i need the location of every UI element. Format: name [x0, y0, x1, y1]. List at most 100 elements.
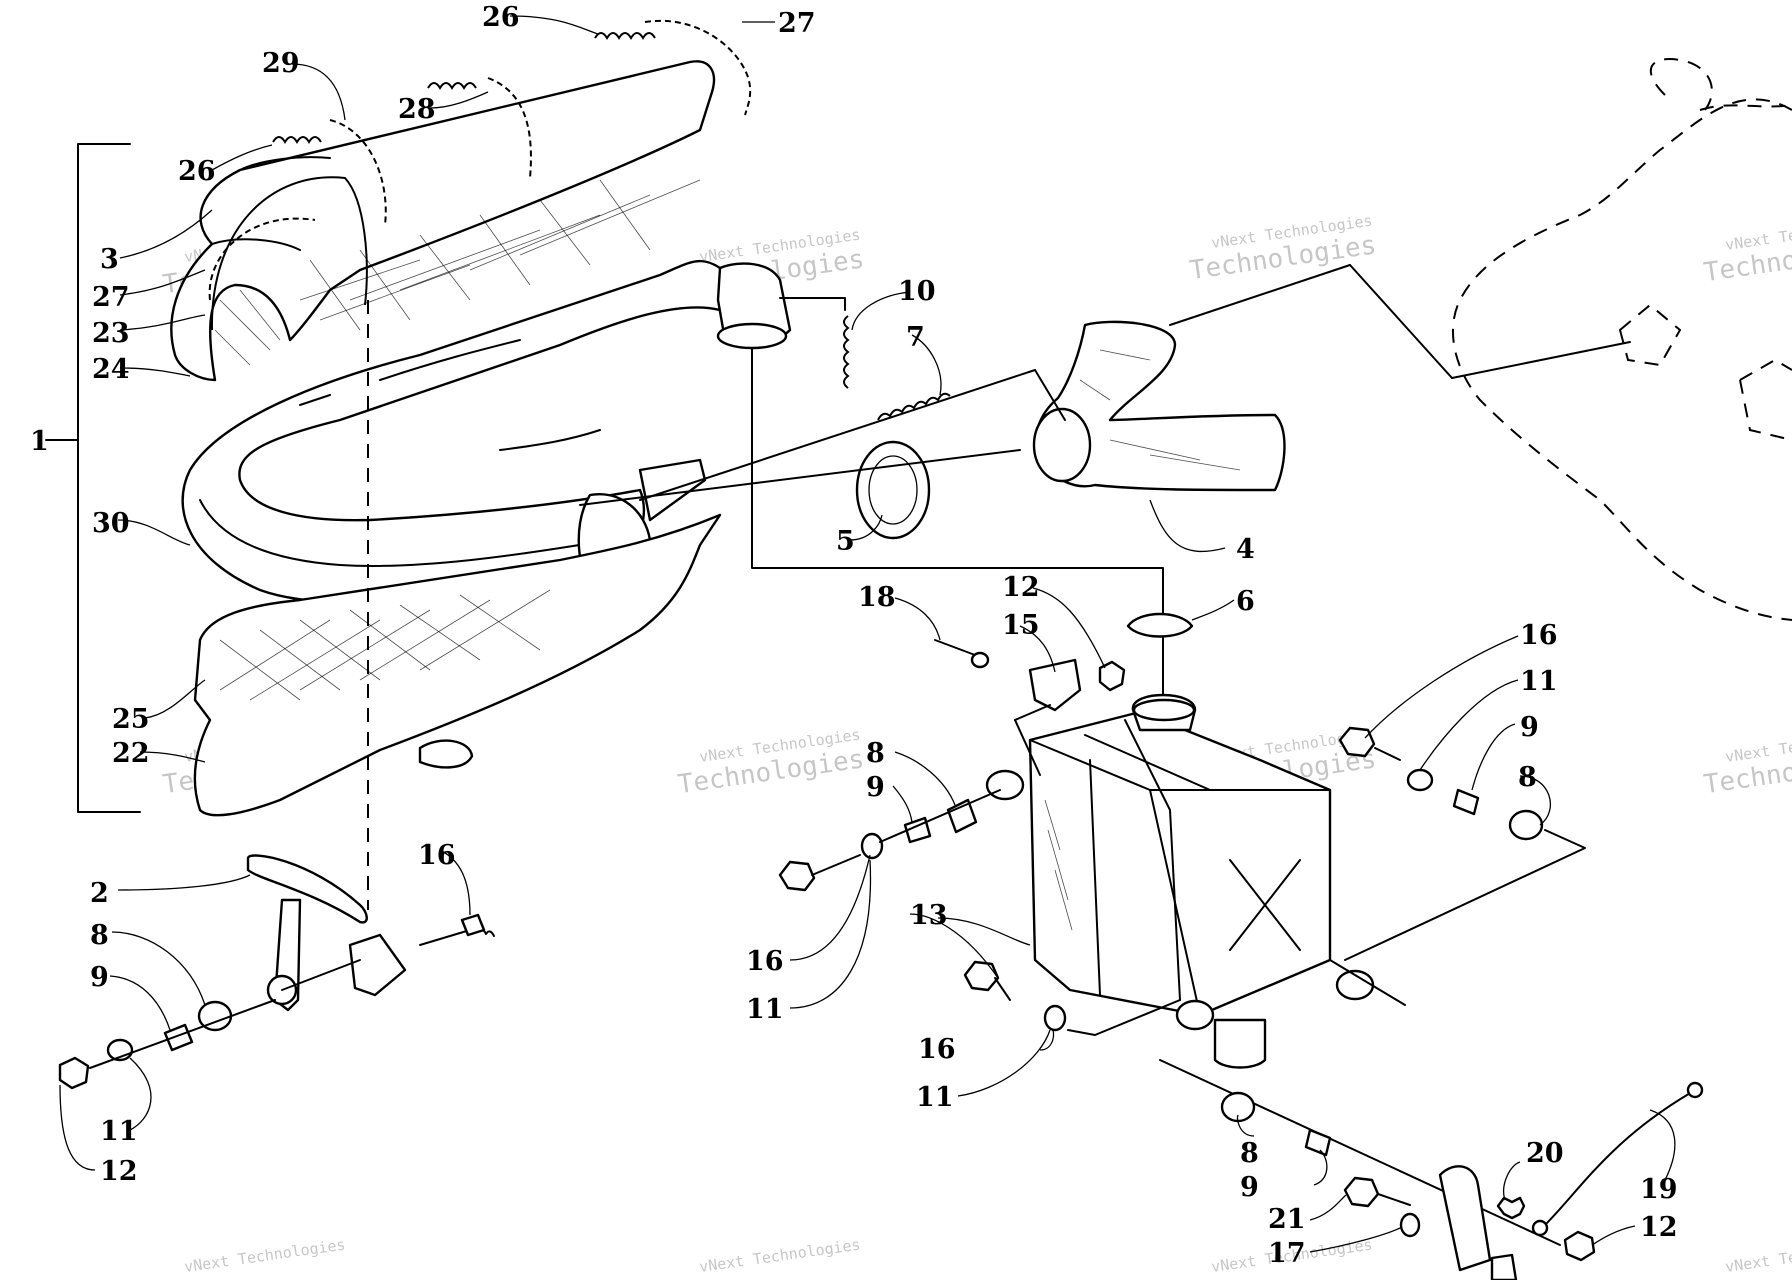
callout-12-left: 12: [100, 1156, 138, 1187]
ground-wire-19: [1544, 1091, 1693, 1226]
top-springs: [208, 19, 752, 331]
watermark-9: vNext Technologies: [183, 1236, 346, 1276]
plate-lower: [1438, 1165, 1492, 1272]
callout-18: 18: [858, 582, 896, 613]
callout-9-center: 9: [866, 772, 885, 803]
callout-16-right: 16: [1520, 620, 1558, 651]
callout-5: 5: [836, 526, 855, 557]
nut-12-center: [1098, 660, 1126, 692]
grommet-6: [1126, 612, 1194, 638]
bolt-21: [1343, 1176, 1380, 1208]
pin-18: [934, 639, 976, 656]
callout-22: 22: [112, 738, 150, 769]
callout-21: 21: [1268, 1204, 1306, 1235]
manifold-group: [579, 264, 1453, 540]
callout-8-center: 8: [866, 738, 885, 769]
callout-24: 24: [92, 354, 130, 385]
bolt-16-center: [778, 860, 816, 892]
washer-17: [1399, 1212, 1421, 1238]
wire-29: [329, 119, 387, 226]
svg-text:vNext Technologies: vNext Technologies: [183, 1236, 346, 1276]
washer-11-right: [1406, 768, 1434, 792]
callout-16-left: 16: [418, 840, 456, 871]
callout-7: 7: [906, 322, 925, 353]
hanger-clamp-2: [246, 854, 368, 924]
callout-15: 15: [1002, 610, 1040, 641]
callout-27-top: 27: [778, 8, 816, 39]
callout-9-lower: 9: [1240, 1172, 1259, 1203]
left-hanger: [58, 854, 495, 1090]
wire-27-left: [208, 217, 316, 301]
callout-8-left: 8: [90, 920, 109, 951]
callout-6: 6: [1236, 586, 1255, 617]
callout-25: 25: [112, 704, 150, 735]
right-mount: [1338, 726, 1586, 961]
watermark-8: vNext Technologies Technologies: [1702, 726, 1792, 801]
spring-28: [427, 82, 477, 90]
callout-16-center: 16: [746, 946, 784, 977]
bolt-16-lower: [963, 960, 1000, 992]
bolt-16-right: [1338, 726, 1376, 758]
gasket-5: [855, 440, 931, 540]
spring-26-top: [594, 32, 656, 40]
nut-12-left: [58, 1056, 90, 1090]
callout-17: 17: [1268, 1238, 1306, 1269]
callout-8-lower: 8: [1240, 1138, 1259, 1169]
callout-29: 29: [262, 48, 300, 79]
nut-12-lower: [1563, 1230, 1596, 1262]
bracket-15: [1028, 658, 1082, 712]
callout-9-right: 9: [1520, 712, 1539, 743]
callout-26-top: 26: [482, 2, 520, 33]
muffler-13: [985, 693, 1406, 1069]
callout-3: 3: [100, 244, 119, 275]
svg-text:vNext Technologies: vNext Technologies: [698, 1236, 861, 1276]
callout-2: 2: [90, 878, 109, 909]
callout-9-left: 9: [90, 962, 109, 993]
svg-text:vNext Technologies: vNext Technologies: [1724, 1236, 1792, 1276]
assembly-bracket: [45, 143, 141, 813]
callout-11-left: 11: [100, 1116, 138, 1147]
watermark-10: vNext Technologies: [698, 1236, 861, 1276]
lockwasher-20: [1496, 1196, 1526, 1220]
watermark-3: vNext Technologies Technologies: [1188, 212, 1378, 287]
wire-28: [487, 77, 532, 179]
callout-labels: 1 2 3 4 5 6 7 8 8 8 8 9 9 9 9 10 11 11 1…: [30, 2, 1678, 1269]
washer-11-center: [860, 832, 884, 860]
engine-leader: [1451, 341, 1631, 379]
callout-11-right: 11: [1520, 666, 1558, 697]
engine-outline: [1451, 58, 1792, 621]
clamp-3: [210, 176, 368, 331]
callout-23: 23: [92, 318, 130, 349]
leader-lines: [59, 15, 1676, 1253]
spring-10: [843, 315, 850, 389]
bushing-8-right: [1508, 809, 1544, 841]
spring-26-left: [272, 136, 322, 144]
watermark-12: vNext Technologies: [1724, 1236, 1792, 1276]
manifold-leader: [1169, 264, 1351, 326]
callout-13: 13: [910, 900, 948, 931]
callout-12-lower: 12: [1640, 1212, 1678, 1243]
wire-27-top: [644, 19, 752, 116]
spacer-9-right: [1452, 788, 1480, 816]
callout-26-left: 26: [178, 156, 216, 187]
spacer-9-lower: [1304, 1128, 1332, 1157]
callout-8-right: 8: [1518, 762, 1537, 793]
callout-12-center: 12: [1002, 572, 1040, 603]
upper-heat-shield: [170, 60, 716, 382]
callout-16-lower: 16: [918, 1034, 956, 1065]
watermark-6: vNext Technologies Technologies: [676, 726, 866, 801]
bushing-8-center: [946, 798, 978, 834]
callout-27-left: 27: [92, 282, 130, 313]
callout-1: 1: [30, 426, 49, 457]
center-mount: [778, 639, 1181, 1036]
callout-11-center: 11: [746, 994, 784, 1025]
watermark-4: vNext Technologies Technologies: [1702, 214, 1792, 289]
callout-20: 20: [1526, 1138, 1564, 1169]
callout-28: 28: [398, 94, 436, 125]
spring-7: [877, 392, 951, 421]
callout-30: 30: [92, 508, 130, 539]
callout-11-lower: 11: [916, 1082, 954, 1113]
washer-11-lower: [1043, 1004, 1067, 1032]
callout-10: 10: [898, 276, 936, 307]
